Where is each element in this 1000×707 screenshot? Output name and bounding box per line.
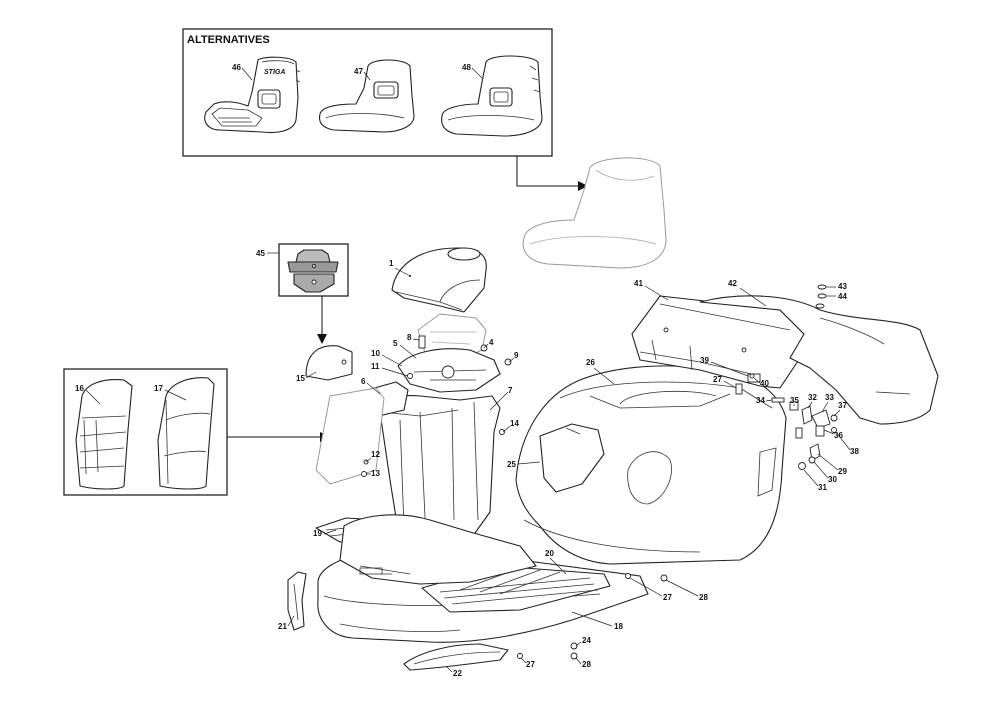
seat-46: STIGA [204, 56, 301, 134]
callout-32: 32 [808, 393, 817, 402]
cover-25 [539, 423, 605, 493]
callout-37: 37 [838, 401, 847, 410]
callout-16: 16 [75, 384, 84, 393]
panel-17 [157, 377, 215, 490]
callout-13: 13 [371, 469, 380, 478]
callout-47: 47 [354, 67, 363, 76]
part-36 [815, 425, 825, 437]
standard-seat [522, 157, 667, 269]
part-13 [361, 471, 367, 477]
callout-44: 44 [838, 292, 847, 301]
decal-kit-45: 45 [256, 243, 349, 344]
callout-1: 1 [389, 259, 394, 268]
seat-46-logo: STIGA [264, 69, 285, 76]
callout-45: 45 [256, 249, 265, 258]
callout-25: 25 [507, 460, 516, 469]
part-37 [830, 414, 838, 422]
callout-38: 38 [850, 447, 859, 456]
callout-26: 26 [586, 358, 595, 367]
callouts: 1 4 5 6 7 8 9 10 11 12 13 14 15 18 19 20 [278, 259, 859, 678]
callout-29: 29 [838, 467, 847, 476]
callout-6: 6 [361, 377, 366, 386]
callout-10: 10 [371, 349, 380, 358]
callout-42: 42 [728, 279, 737, 288]
bracket-21 [287, 571, 307, 631]
part-11 [407, 373, 413, 379]
part-34 [771, 397, 785, 403]
seat-47 [318, 59, 415, 133]
callout-18: 18 [614, 622, 623, 631]
alternatives-title: ALTERNATIVES [187, 34, 270, 46]
part-38 [831, 427, 837, 433]
part-32 [801, 405, 813, 425]
part-27-upper [735, 383, 743, 395]
part-24 [570, 642, 578, 650]
part-40 [749, 373, 755, 379]
callout-31: 31 [818, 483, 827, 492]
callout-21: 21 [278, 622, 287, 631]
callout-15: 15 [296, 374, 305, 383]
dash-cover-1 [391, 247, 487, 313]
part-43 [817, 284, 827, 290]
part-31-upper [795, 427, 803, 439]
part-8 [418, 335, 426, 349]
decal-kit-frame [278, 243, 349, 297]
part-33 [811, 409, 831, 429]
callout-27-lower: 27 [526, 660, 535, 669]
callout-7: 7 [508, 386, 513, 395]
rear-body-26 [515, 365, 787, 565]
callout-40: 40 [760, 379, 769, 388]
part-44 [817, 293, 827, 299]
side-panels-frame [63, 368, 228, 496]
callout-4: 4 [489, 338, 494, 347]
console-5 [397, 348, 501, 393]
part-27-middle [625, 573, 631, 579]
callout-9: 9 [514, 351, 519, 360]
callout-41: 41 [634, 279, 643, 288]
callout-27-middle: 27 [663, 593, 672, 602]
callout-34: 34 [756, 396, 765, 405]
callout-20: 20 [545, 549, 554, 558]
part-28-lower [570, 652, 578, 660]
side-panels-box: 16 17 [63, 368, 330, 496]
callout-30: 30 [828, 475, 837, 484]
callout-19: 19 [313, 529, 322, 538]
cover-15 [305, 345, 353, 381]
front-cover [339, 514, 537, 585]
callout-12: 12 [371, 450, 380, 459]
part-31 [798, 462, 806, 470]
hardware-parts [361, 335, 668, 660]
panel-16 [75, 379, 133, 490]
part-27-lower [517, 653, 523, 659]
part-9 [504, 358, 512, 366]
part-28-middle [660, 574, 668, 582]
rear-fender-42 [699, 295, 939, 425]
callout-22: 22 [453, 669, 462, 678]
callout-28-middle: 28 [699, 593, 708, 602]
callout-8: 8 [407, 333, 412, 342]
part-14 [499, 429, 505, 435]
alternatives-arrow [516, 156, 588, 191]
callout-33: 33 [825, 393, 834, 402]
callout-28-lower: 28 [582, 660, 591, 669]
callout-39: 39 [700, 356, 709, 365]
callout-24: 24 [582, 636, 591, 645]
trim-22 [403, 643, 509, 671]
seat-48 [441, 55, 543, 137]
callout-43: 43 [838, 282, 847, 291]
callout-14: 14 [510, 419, 519, 428]
callout-27-upper: 27 [713, 375, 722, 384]
alternatives-panel: ALTERNATIVES STIGA 46 [182, 28, 553, 157]
callout-35: 35 [790, 396, 799, 405]
callout-48: 48 [462, 63, 471, 72]
callout-11: 11 [371, 362, 380, 371]
part-30 [808, 456, 816, 464]
callout-17: 17 [154, 384, 163, 393]
callout-5: 5 [393, 339, 398, 348]
callout-46: 46 [232, 63, 241, 72]
alternatives-frame [182, 28, 553, 157]
